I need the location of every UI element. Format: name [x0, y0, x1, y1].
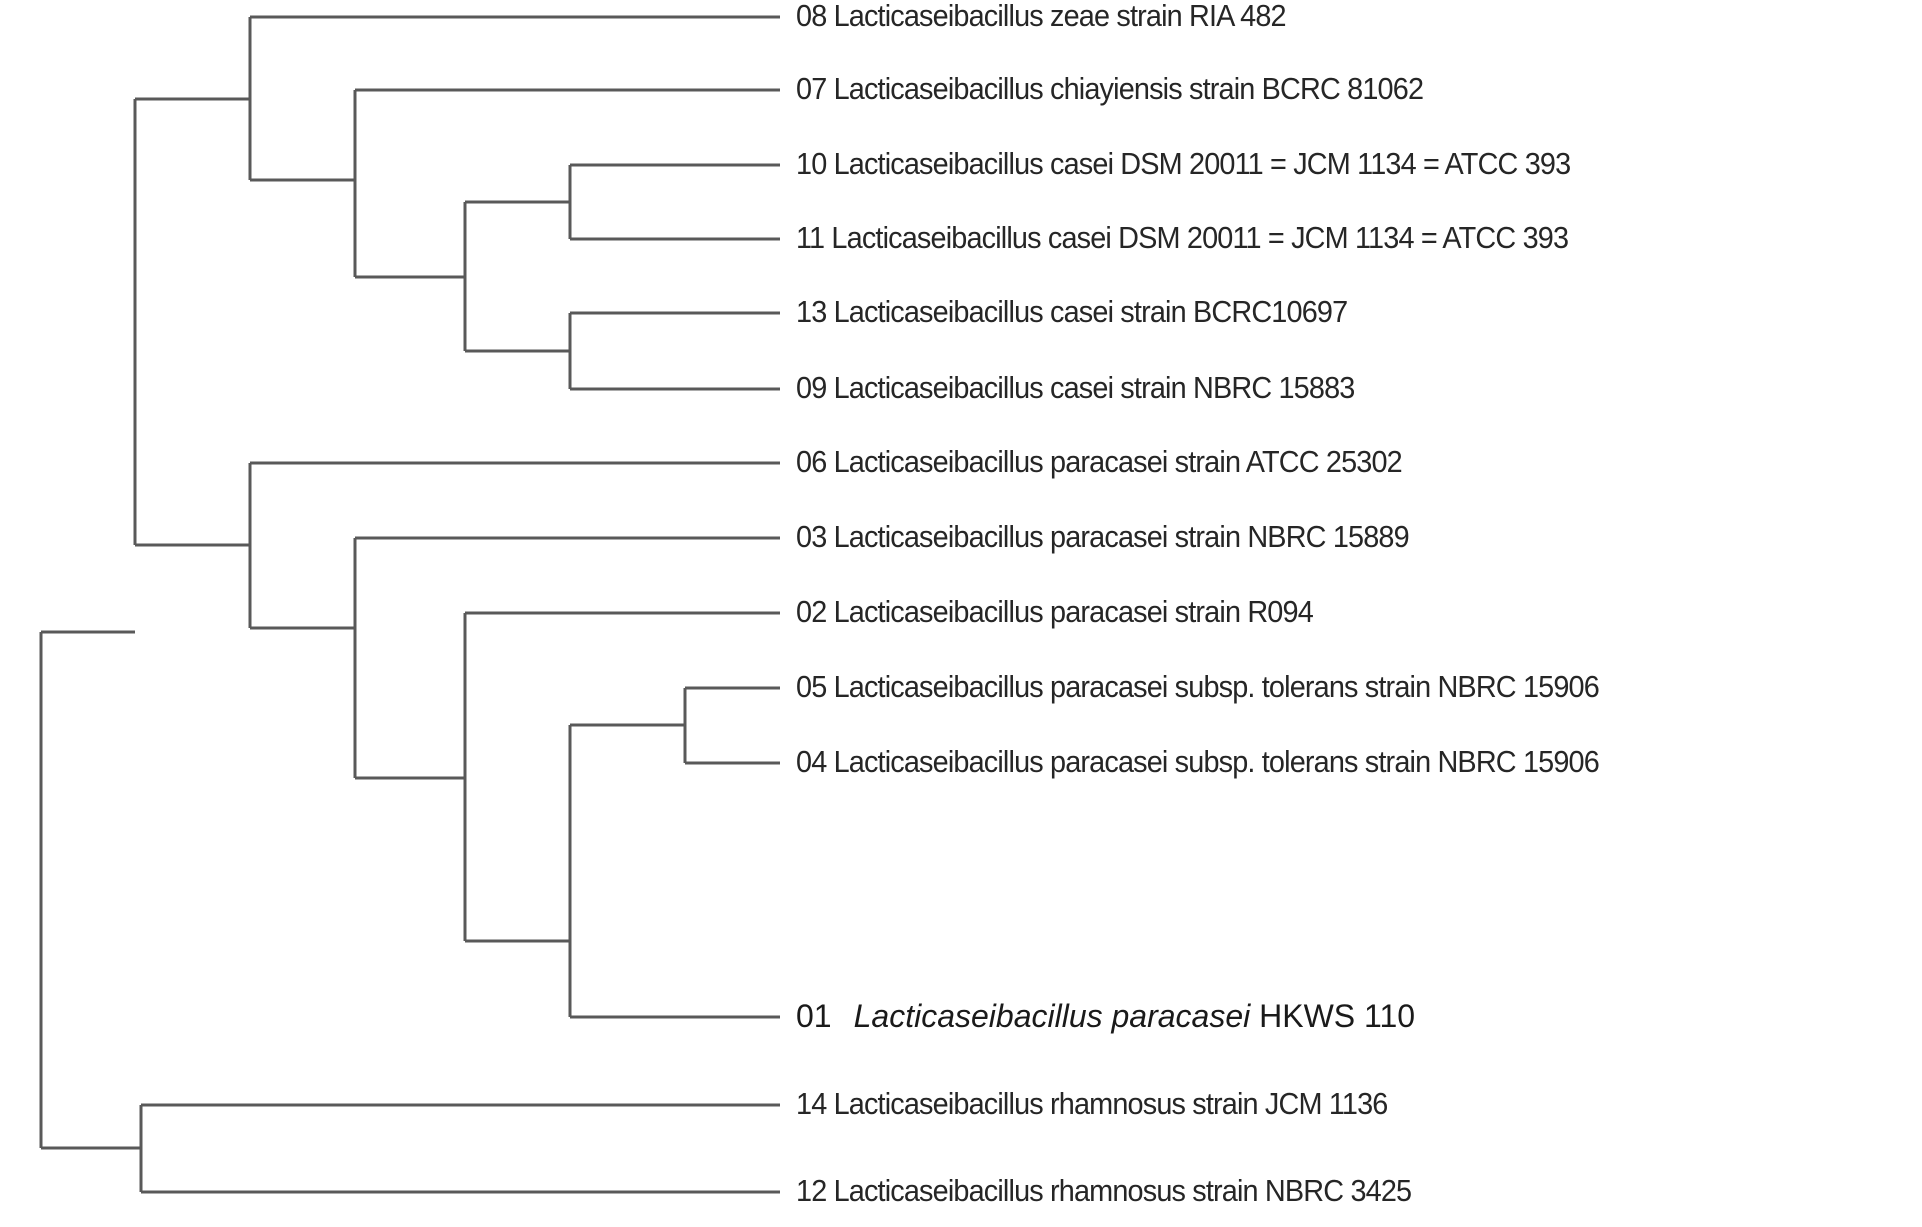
- leaf-strain-01: HKWS 110: [1250, 998, 1416, 1034]
- leaf-label-02: 02 Lacticaseibacillus paracasei strain R…: [796, 594, 1314, 629]
- leaf-label-01: 01 Lacticaseibacillus paracasei HKWS 110: [796, 1000, 1415, 1032]
- leaf-label-12: 12 Lacticaseibacillus rhamnosus strain N…: [796, 1173, 1412, 1208]
- leaf-label-03: 03 Lacticaseibacillus paracasei strain N…: [796, 519, 1410, 554]
- tree-branches: [39, 15, 780, 1194]
- leaf-label-13: 13 Lacticaseibacillus casei strain BCRC1…: [796, 294, 1348, 329]
- leaf-label-14: 14 Lacticaseibacillus rhamnosus strain J…: [796, 1086, 1388, 1121]
- leaf-label-04: 04 Lacticaseibacillus paracasei subsp. t…: [796, 744, 1600, 779]
- leaf-label-10: 10 Lacticaseibacillus casei DSM 20011 = …: [796, 146, 1571, 181]
- leaf-label-08: 08 Lacticaseibacillus zeae strain RIA 48…: [796, 0, 1287, 33]
- leaf-index-01: 01: [796, 998, 832, 1034]
- leaf-label-06: 06 Lacticaseibacillus paracasei strain A…: [796, 444, 1403, 479]
- leaf-label-11: 11 Lacticaseibacillus casei DSM 20011 = …: [796, 220, 1569, 255]
- leaf-label-05: 05 Lacticaseibacillus paracasei subsp. t…: [796, 669, 1600, 704]
- leaf-species-01: Lacticaseibacillus paracasei: [853, 998, 1251, 1034]
- leaf-label-09: 09 Lacticaseibacillus casei strain NBRC …: [796, 370, 1355, 405]
- leaf-label-07: 07 Lacticaseibacillus chiayiensis strain…: [796, 71, 1424, 106]
